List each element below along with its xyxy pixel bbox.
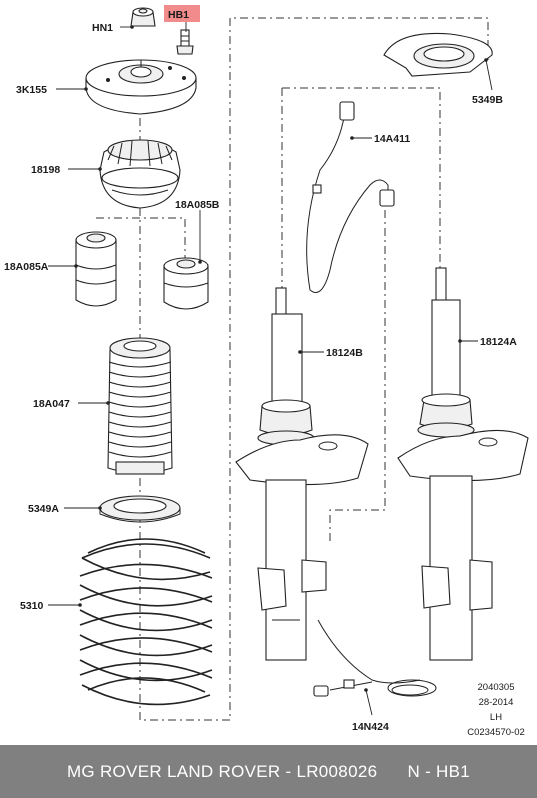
bump-stop-18a085b[interactable] — [163, 257, 209, 310]
dust-boot-18a047[interactable] — [107, 337, 173, 475]
diagram-reference: 2040305 28-2014 LH C0234570-02 — [467, 682, 525, 738]
shock-absorber-18124b[interactable] — [235, 287, 369, 661]
spring-seat-5349a[interactable] — [99, 495, 181, 523]
ref-line-4: C0234570-02 — [467, 727, 525, 738]
callout-14a411[interactable]: 14A411 — [374, 133, 410, 145]
ref-line-2: 28-2014 — [479, 697, 514, 708]
callout-18124b[interactable]: 18124B — [326, 347, 363, 359]
callout-5310[interactable]: 5310 — [20, 600, 44, 612]
assembly-lines — [96, 17, 489, 721]
callout-18198[interactable]: 18198 — [31, 164, 60, 176]
callout-hn1[interactable]: HN1 — [92, 22, 113, 34]
spring-seat-5349b[interactable] — [383, 32, 493, 77]
callout-5349a[interactable]: 5349A — [28, 503, 59, 515]
callout-18a047[interactable]: 18A047 — [33, 398, 70, 410]
nut-hn1[interactable] — [130, 7, 156, 27]
callout-5349b[interactable]: 5349B — [472, 94, 503, 106]
callout-18a085b[interactable]: 18A085B — [175, 199, 220, 211]
hb1-highlight-box — [164, 5, 200, 22]
leader-dots — [74, 25, 488, 692]
exploded-parts-diagram: HN1 HB1 3K155 5349B 14A411 18198 18A085B… — [4, 5, 529, 738]
bump-stop-18a085a[interactable] — [75, 231, 117, 307]
wiring-harness-14n424[interactable] — [313, 619, 437, 697]
sensor-lead-14a411[interactable] — [306, 101, 395, 293]
callout-14n424[interactable]: 14N424 — [352, 721, 389, 733]
coil-spring-5310[interactable] — [79, 538, 213, 706]
ref-line-1: 2040305 — [478, 682, 515, 693]
top-mount-3k155[interactable] — [85, 59, 197, 115]
bearing-18198[interactable] — [99, 139, 181, 209]
callout-18a085a[interactable]: 18A085A — [4, 261, 49, 273]
ref-line-3: LH — [490, 712, 502, 723]
bolt-hb1[interactable] — [176, 29, 194, 55]
callout-labels: HN1 HB1 3K155 5349B 14A411 18198 18A085B… — [4, 9, 517, 733]
footer-title: MG ROVER LAND ROVER - LR008026 N - HB1 — [66, 761, 471, 781]
callout-3k155[interactable]: 3K155 — [16, 84, 47, 96]
leader-lines — [48, 21, 493, 716]
callout-hb1[interactable]: HB1 — [168, 9, 189, 21]
callout-18124a[interactable]: 18124A — [480, 336, 517, 348]
footer-bar: MG ROVER LAND ROVER - LR008026 N - HB1 — [0, 745, 537, 798]
shock-absorber-18124a[interactable] — [397, 267, 529, 661]
